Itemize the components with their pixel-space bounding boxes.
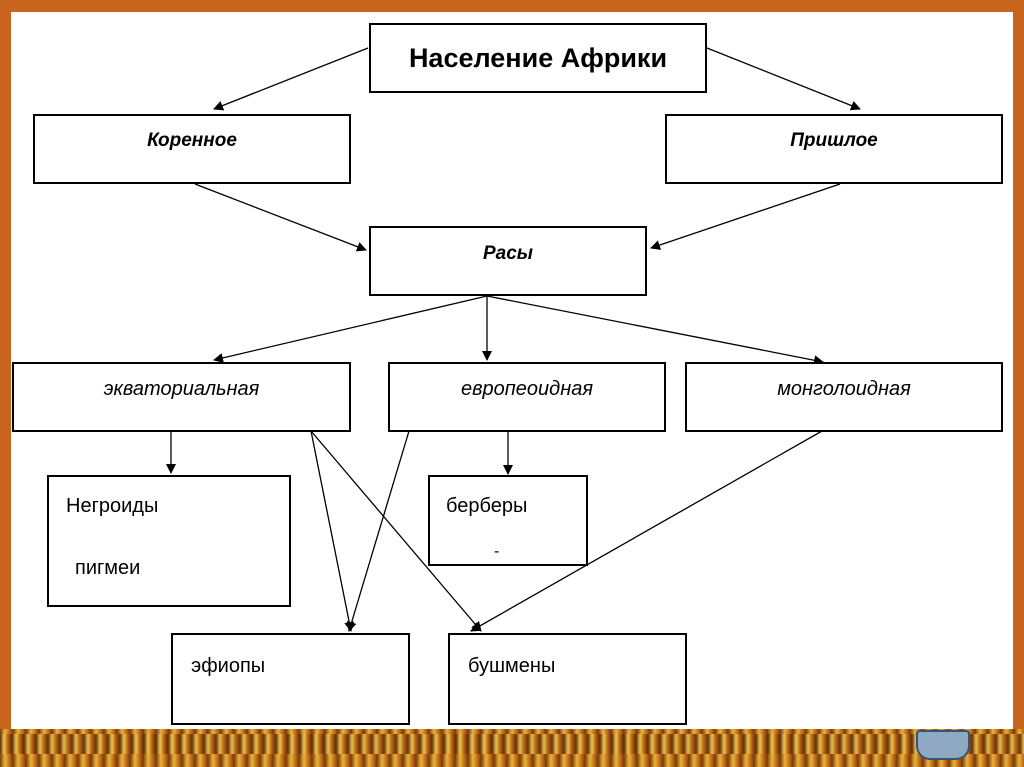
negroids-box: Негроиды пигмеи [47, 475, 291, 607]
immigrant-box: Пришлое [665, 114, 1003, 184]
equatorial-label: экваториальная [103, 377, 260, 400]
frame-right-border [1013, 0, 1024, 767]
races-label: Расы [482, 243, 534, 264]
mongoloid-box: монголоидная [685, 362, 1003, 432]
arrow-indigenous-to-races [194, 183, 367, 252]
europeoid-label: европеоидная [460, 377, 594, 400]
frame-left-border [0, 0, 11, 767]
arrow-races-to-equatorial [213, 295, 488, 363]
races-box: Расы [369, 226, 647, 296]
arrow-immigrant-to-races [650, 183, 841, 250]
berbers-label: берберы [446, 495, 528, 517]
berbers-dash: - [494, 543, 500, 560]
berbers-box: берберы - [428, 475, 588, 566]
pygmies-label: пигмеи [75, 557, 141, 579]
arrow-mongoloid-to-bushmen [470, 430, 823, 632]
ethiopians-label: эфиопы [191, 655, 266, 677]
frame-top-border [0, 0, 1024, 12]
arrow-title-to-immigrant [706, 47, 861, 111]
bushmen-box: бушмены [448, 633, 687, 725]
ethiopians-box: эфиопы [171, 633, 410, 725]
title-box: Население Африки [369, 23, 707, 93]
arrow-races-to-mongoloid [486, 295, 824, 366]
equatorial-box: экваториальная [12, 362, 351, 432]
frame-bottom-ornament [0, 734, 1024, 754]
indigenous-box: Коренное [33, 114, 351, 184]
mongoloid-label: монголоидная [777, 377, 911, 400]
europeoid-box: европеоидная [388, 362, 666, 432]
title-label: Население Африки [408, 42, 668, 73]
gem-ornament-icon [916, 730, 970, 760]
arrow-equatorial-to-ethiopians [310, 430, 355, 632]
negroids-label: Негроиды [66, 495, 159, 517]
arrow-equatorial-to-bushmen [310, 430, 482, 632]
indigenous-label: Коренное [147, 130, 237, 151]
immigrant-label: Пришлое [790, 130, 878, 151]
arrow-title-to-indigenous [213, 47, 369, 111]
bushmen-label: бушмены [468, 655, 556, 677]
arrow-europeoid-to-ethiopians [346, 430, 410, 632]
